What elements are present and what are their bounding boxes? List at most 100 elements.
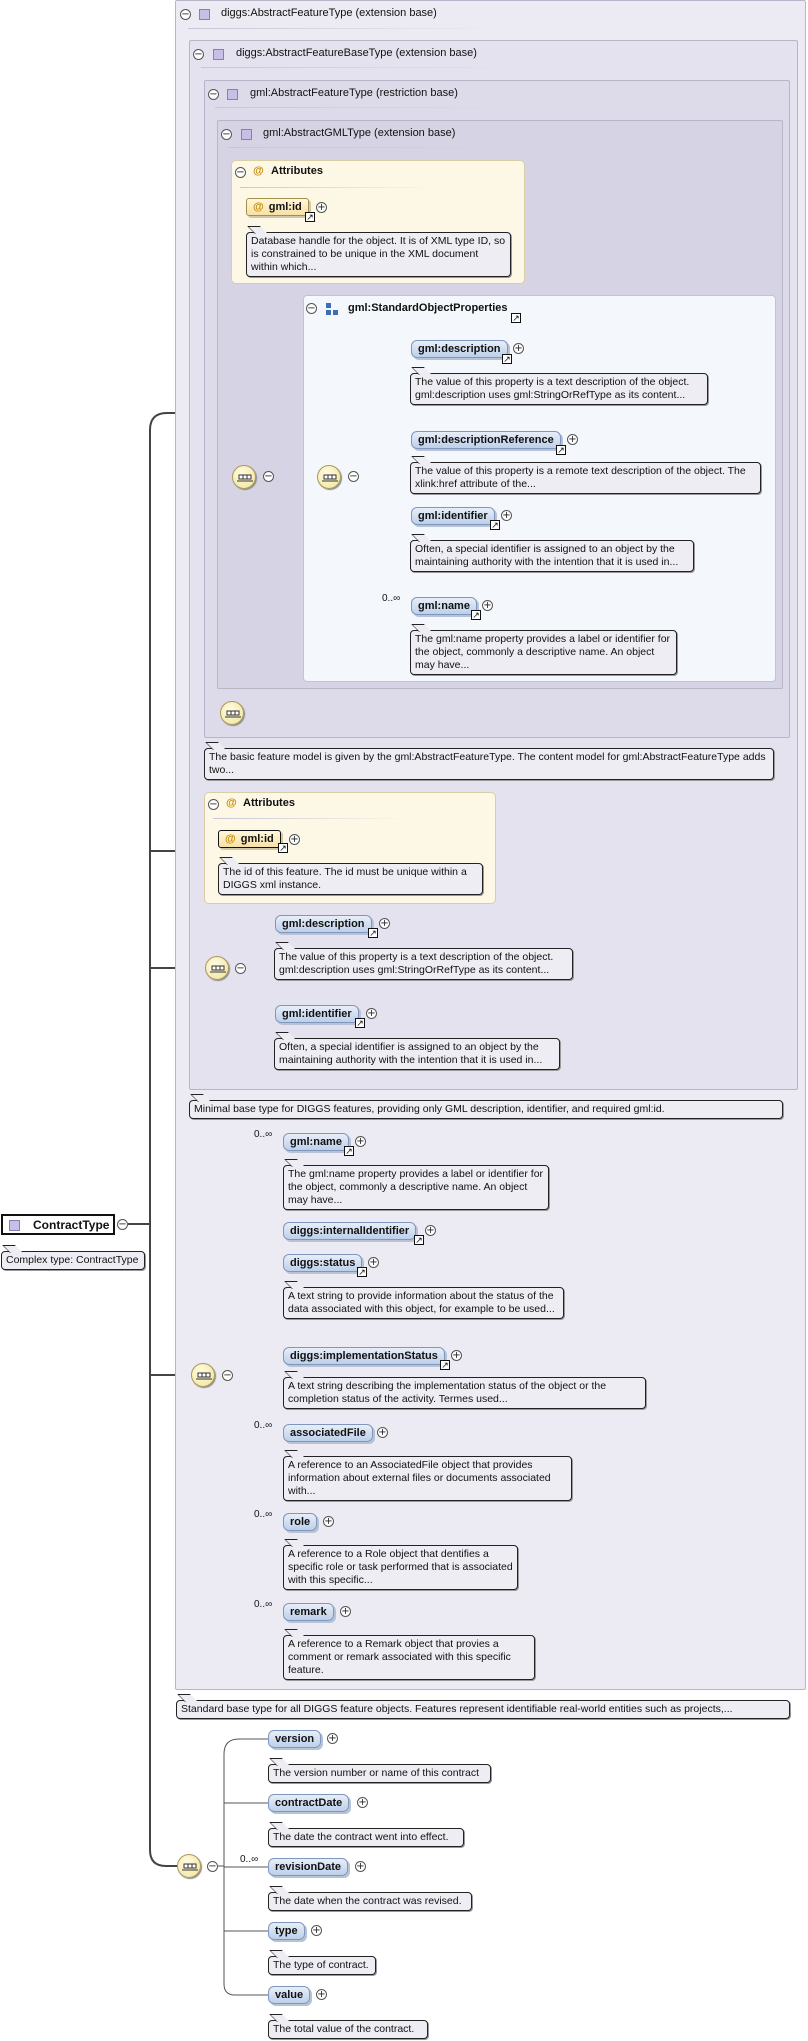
- gml-abstract-gml-type-header: gml:AbstractGMLType (extension base): [263, 127, 456, 139]
- element-doc: The date the contract went into effect.: [268, 1828, 464, 1847]
- expand-toggle[interactable]: +: [289, 834, 300, 845]
- root-type-name: ContractType: [33, 1218, 110, 1232]
- collapse-toggle[interactable]: −: [222, 1370, 233, 1381]
- expand-toggle[interactable]: +: [316, 1989, 327, 2000]
- element-doc: The type of contract.: [268, 1956, 376, 1975]
- collapse-toggle[interactable]: −: [180, 9, 191, 20]
- element-gml-description[interactable]: gml:description: [275, 915, 372, 933]
- element-doc: The date when the contract was revised.: [268, 1892, 472, 1911]
- expand-toggle[interactable]: +: [357, 1797, 368, 1808]
- element-doc: The gml:name property provides a label o…: [410, 630, 677, 675]
- group-icon: [326, 303, 339, 316]
- collapse-toggle[interactable]: −: [208, 799, 219, 810]
- reference-arrow-icon[interactable]: ↗: [278, 843, 288, 853]
- cardinality-label: 0..∞: [254, 1129, 273, 1140]
- element-gml-description[interactable]: gml:description: [411, 340, 508, 358]
- expand-toggle[interactable]: +: [377, 1427, 388, 1438]
- reference-arrow-icon[interactable]: ↗: [368, 928, 378, 938]
- reference-arrow-icon[interactable]: ↗: [471, 610, 481, 620]
- element-gml-identifier[interactable]: gml:identifier: [275, 1005, 359, 1023]
- element-doc: The value of this property is a text des…: [274, 948, 573, 980]
- collapse-toggle[interactable]: −: [348, 471, 359, 482]
- element-diggs-status[interactable]: diggs:status: [283, 1254, 363, 1272]
- type-icon: [199, 9, 210, 20]
- expand-toggle[interactable]: +: [482, 600, 493, 611]
- feature-base-doc: Minimal base type for DIGGS features, pr…: [189, 1100, 783, 1119]
- expand-toggle[interactable]: +: [501, 510, 512, 521]
- element-value[interactable]: value: [268, 1986, 311, 2004]
- element-gml-name[interactable]: gml:name: [283, 1133, 349, 1151]
- element-type[interactable]: type: [268, 1922, 305, 1940]
- expand-toggle[interactable]: +: [340, 1606, 351, 1617]
- element-diggs-implementation-status[interactable]: diggs:implementationStatus: [283, 1347, 445, 1365]
- attributes-title: Attributes: [243, 797, 295, 809]
- reference-arrow-icon[interactable]: ↗: [490, 520, 500, 530]
- expand-toggle[interactable]: +: [567, 434, 578, 445]
- sequence-compositor-icon[interactable]: [177, 1854, 201, 1878]
- expand-toggle[interactable]: +: [355, 1136, 366, 1147]
- reference-arrow-icon[interactable]: ↗: [355, 1018, 365, 1028]
- collapse-toggle[interactable]: −: [193, 49, 204, 60]
- type-icon: [9, 1220, 20, 1231]
- expand-toggle[interactable]: +: [513, 343, 524, 354]
- type-icon: [213, 49, 224, 60]
- element-associated-file[interactable]: associatedFile: [283, 1424, 373, 1442]
- reference-arrow-icon[interactable]: ↗: [440, 1360, 450, 1370]
- element-doc: The total value of the contract.: [268, 2020, 428, 2039]
- type-icon: [241, 129, 252, 140]
- element-version[interactable]: version: [268, 1730, 322, 1748]
- sequence-compositor-icon[interactable]: [191, 1363, 215, 1387]
- root-complex-type[interactable]: ContractType: [1, 1214, 115, 1235]
- element-doc: A text string to provide information abo…: [283, 1287, 564, 1319]
- sequence-compositor-icon[interactable]: [232, 465, 256, 489]
- expand-toggle[interactable]: +: [323, 1516, 334, 1527]
- collapse-toggle[interactable]: −: [306, 303, 317, 314]
- reference-arrow-icon[interactable]: ↗: [305, 212, 315, 222]
- reference-arrow-icon[interactable]: ↗: [344, 1146, 354, 1156]
- collapse-toggle[interactable]: −: [221, 129, 232, 140]
- sequence-compositor-icon[interactable]: [205, 956, 229, 980]
- element-doc: A text string describing the implementat…: [283, 1377, 646, 1409]
- collapse-toggle[interactable]: −: [117, 1219, 128, 1230]
- cardinality-label: 0..∞: [254, 1509, 273, 1520]
- element-gml-identifier[interactable]: gml:identifier: [411, 507, 495, 525]
- element-role[interactable]: role: [283, 1513, 318, 1531]
- collapse-toggle[interactable]: −: [208, 89, 219, 100]
- expand-toggle[interactable]: +: [327, 1733, 338, 1744]
- element-contract-date[interactable]: contractDate: [268, 1794, 350, 1812]
- expand-toggle[interactable]: +: [368, 1257, 379, 1268]
- sequence-compositor-icon[interactable]: [220, 701, 244, 725]
- sequence-compositor-icon[interactable]: [317, 465, 341, 489]
- reference-arrow-icon[interactable]: ↗: [502, 354, 512, 364]
- attribute-at-icon: @: [253, 165, 264, 177]
- element-revision-date[interactable]: revisionDate: [268, 1858, 349, 1876]
- collapse-toggle[interactable]: −: [235, 963, 246, 974]
- element-diggs-internal-identifier[interactable]: diggs:internalIdentifier: [283, 1222, 417, 1240]
- element-doc: Often, a special identifier is assigned …: [274, 1038, 560, 1070]
- reference-arrow-icon[interactable]: ↗: [357, 1267, 367, 1277]
- collapse-toggle[interactable]: −: [235, 167, 246, 178]
- expand-toggle[interactable]: +: [355, 1861, 366, 1872]
- attribute-gml-id-doc: Database handle for the object. It is of…: [246, 232, 511, 277]
- expand-toggle[interactable]: +: [316, 202, 327, 213]
- element-gml-name[interactable]: gml:name: [411, 597, 477, 615]
- reference-arrow-icon[interactable]: ↗: [511, 313, 521, 323]
- element-doc: Often, a special identifier is assigned …: [410, 540, 694, 572]
- attribute-gml-id[interactable]: @gml:id: [246, 198, 309, 216]
- attribute-gml-id[interactable]: @gml:id: [218, 830, 281, 848]
- reference-arrow-icon[interactable]: ↗: [414, 1235, 424, 1245]
- expand-toggle[interactable]: +: [451, 1350, 462, 1361]
- expand-toggle[interactable]: +: [379, 918, 390, 929]
- collapse-toggle[interactable]: −: [207, 1861, 218, 1872]
- header-divider: [229, 147, 529, 148]
- cardinality-label: 0..∞: [240, 1854, 259, 1865]
- expand-toggle[interactable]: +: [366, 1008, 377, 1019]
- expand-toggle[interactable]: +: [425, 1225, 436, 1236]
- reference-arrow-icon[interactable]: ↗: [556, 445, 566, 455]
- attribute-name: gml:id: [268, 201, 302, 213]
- element-gml-description-reference[interactable]: gml:descriptionReference: [411, 431, 561, 449]
- element-remark[interactable]: remark: [283, 1603, 334, 1621]
- collapse-toggle[interactable]: −: [263, 471, 274, 482]
- element-doc: The gml:name property provides a label o…: [283, 1165, 549, 1210]
- expand-toggle[interactable]: +: [311, 1925, 322, 1936]
